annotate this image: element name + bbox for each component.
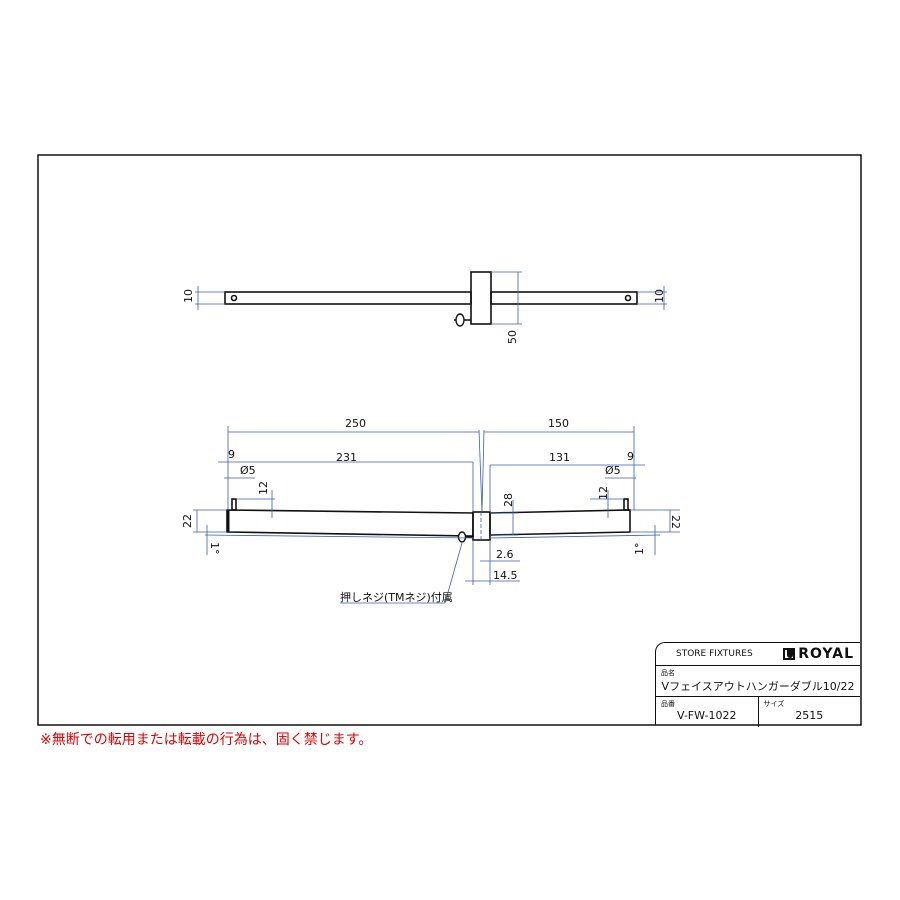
- dim-150: 150: [548, 417, 569, 430]
- product-number: V-FW-1022: [676, 709, 737, 722]
- dim-right-angle: 1°: [633, 543, 646, 556]
- dim-top-left-10: 10: [182, 289, 195, 303]
- dim-left-12: 12: [257, 481, 270, 495]
- drawing-frame: [37, 154, 862, 726]
- dim-left-dia5: Ø5: [240, 464, 256, 477]
- brand-name: ROYAL: [798, 646, 854, 662]
- dim-left-angle: 1°: [208, 542, 221, 555]
- dim-top-right-10: 10: [653, 289, 666, 303]
- dim-left-9: 9: [228, 448, 235, 461]
- dim-131: 131: [549, 451, 570, 464]
- dim-left-22: 22: [181, 514, 194, 528]
- top-view: 10 10 50: [182, 271, 667, 344]
- dim-right-22: 22: [669, 515, 682, 529]
- dim-14.5: 14.5: [493, 569, 518, 582]
- number-label: 品番: [661, 700, 675, 708]
- dim-28: 28: [502, 493, 515, 507]
- dim-231: 231: [336, 451, 357, 464]
- dim-right-dia5: Ø5: [605, 464, 621, 477]
- brand-logo: ROYAL: [783, 646, 854, 662]
- name-label: 品名: [661, 669, 675, 677]
- title-block: STORE FIXTURES ROYAL 品名 Vフェイスアウトハンガーダブル1…: [655, 642, 860, 727]
- copyright-warning: ※無断での転用または転載の行為は、固く禁じます。: [40, 732, 373, 748]
- size-label: サイズ: [763, 700, 785, 708]
- dim-top-50: 50: [506, 330, 519, 344]
- company-label: STORE FIXTURES: [676, 649, 753, 659]
- dim-2.6: 2.6: [496, 548, 514, 561]
- set-screw-callout: 押しネジ(TMネジ)付属: [340, 590, 453, 604]
- front-view: 250 150 9 231 131 9 Ø5 Ø5 12 12 28 22 22…: [181, 417, 682, 604]
- product-size: 2515: [795, 709, 824, 722]
- dim-right-12: 12: [597, 486, 610, 500]
- royal-logo-icon: [783, 648, 796, 660]
- dim-right-9: 9: [627, 450, 634, 463]
- product-name: Vフェイスアウトハンガーダブル10/22: [661, 680, 855, 693]
- dim-250: 250: [345, 417, 366, 430]
